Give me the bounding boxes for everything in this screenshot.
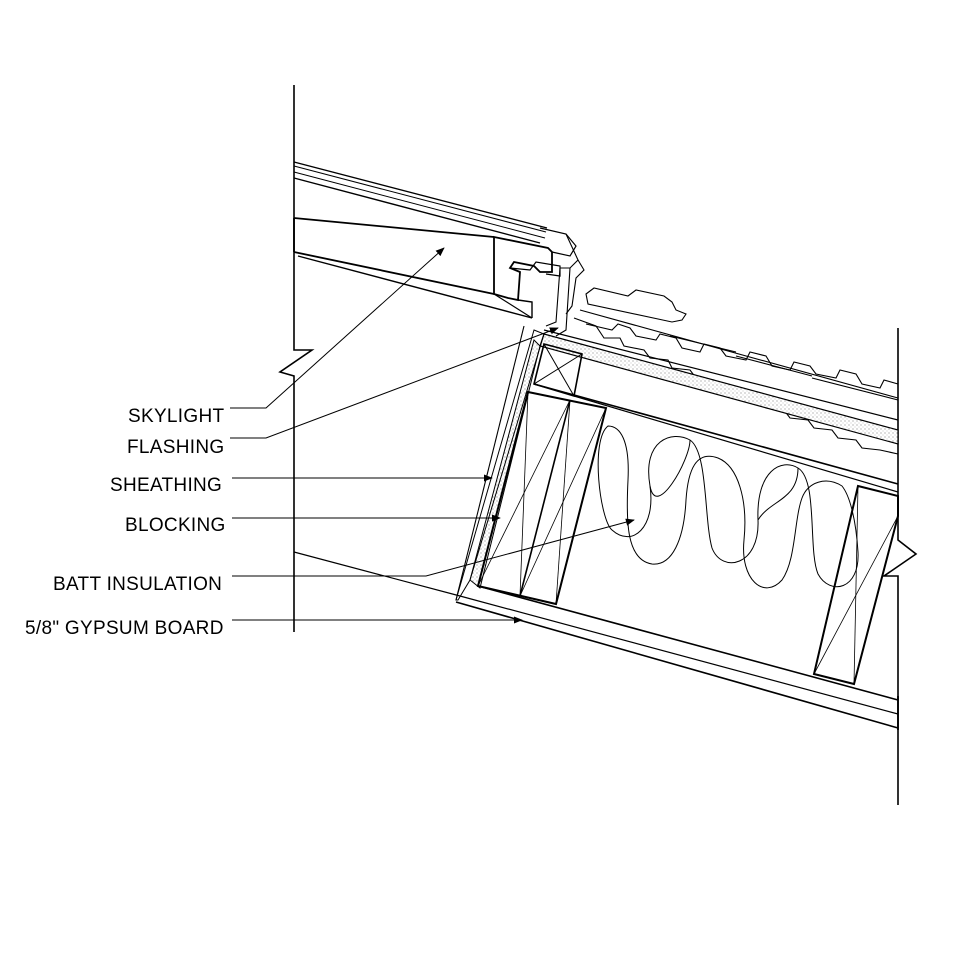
batt-insulation xyxy=(598,426,858,588)
callout-gypsum-board: 5/8" GYPSUM BOARD xyxy=(25,618,224,639)
leader-lines xyxy=(230,247,635,624)
left-wall-break-line xyxy=(280,85,312,632)
right-wall-break-line xyxy=(884,328,916,805)
gypsum-board xyxy=(294,552,460,596)
top-blocking xyxy=(534,344,582,396)
callout-blocking: BLOCKING xyxy=(125,515,226,536)
callout-flashing: FLASHING xyxy=(127,437,225,458)
flashing xyxy=(546,234,584,336)
rafter-chords xyxy=(456,330,898,730)
roof-sheathing xyxy=(456,326,898,600)
right-rafter xyxy=(814,486,898,684)
skylight-unit xyxy=(294,162,576,318)
leader-batt-insulation xyxy=(232,518,635,576)
leader-skylight xyxy=(230,247,445,408)
callout-sheathing: SHEATHING xyxy=(110,475,223,496)
leader-flashing xyxy=(230,327,559,438)
callout-skylight: SKYLIGHT xyxy=(128,406,225,427)
callout-batt-insulation: BATT INSULATION xyxy=(53,574,223,595)
